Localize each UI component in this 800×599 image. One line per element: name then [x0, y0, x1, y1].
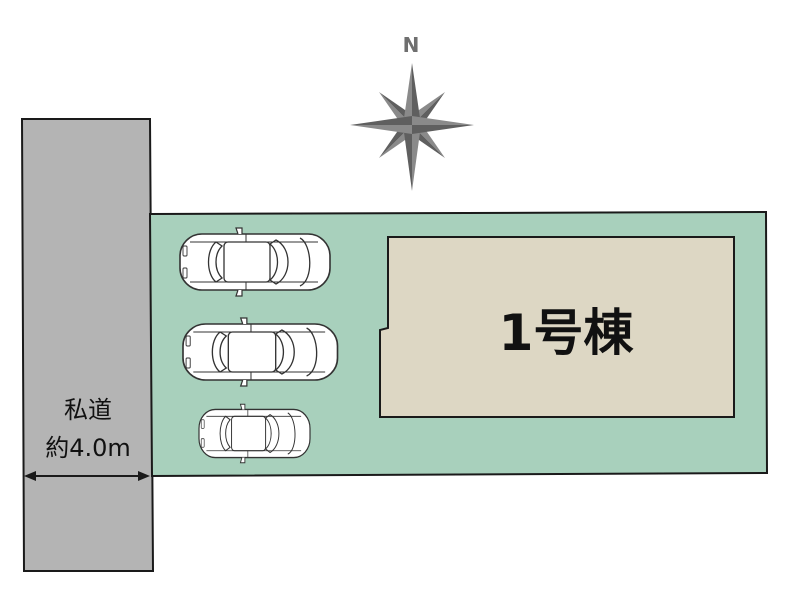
private-road — [20, 118, 155, 572]
compass-rose-icon — [350, 63, 474, 191]
compass-north-label: N — [403, 33, 420, 57]
building-label: 1号棟 — [499, 304, 635, 362]
car-icon — [198, 403, 311, 464]
double-arrow-icon — [24, 471, 150, 481]
car-icon — [179, 227, 331, 297]
car-icon — [182, 317, 339, 387]
building-footprint — [379, 236, 735, 418]
road-label-line1: 私道 — [64, 396, 112, 424]
road-label-line2: 約4.0m — [45, 434, 131, 462]
